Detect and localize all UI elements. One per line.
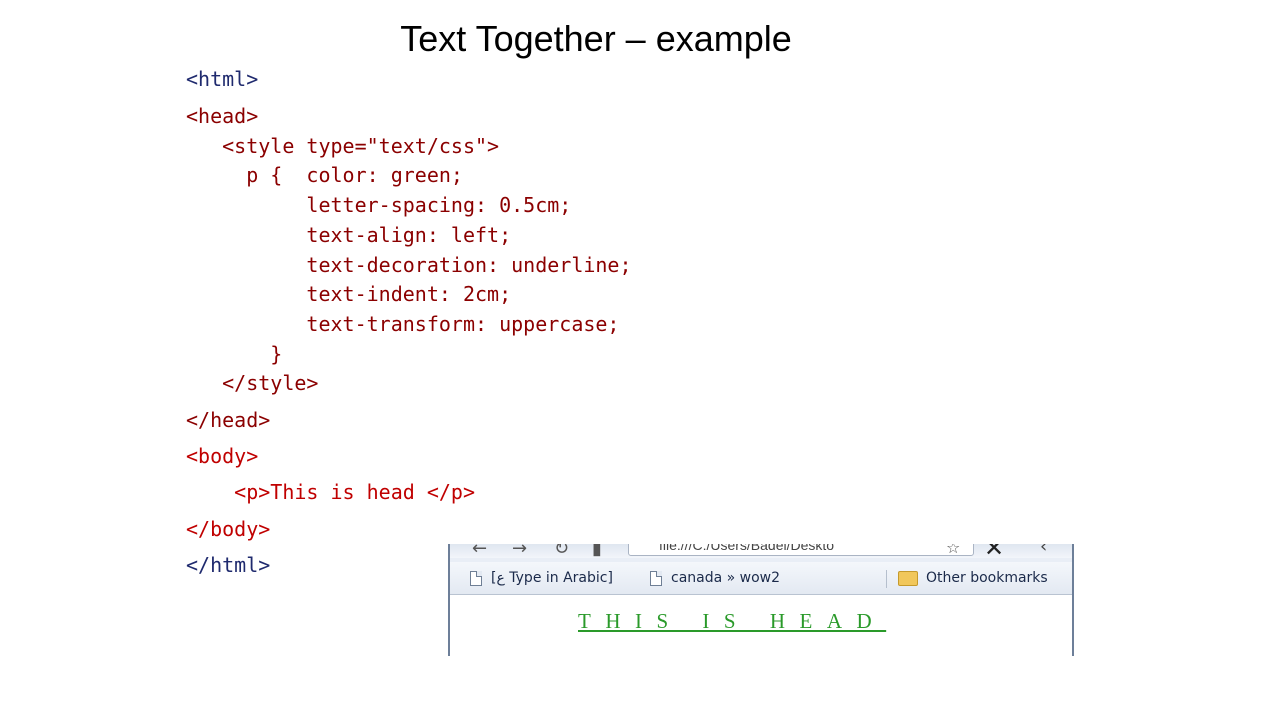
forward-icon[interactable]: → xyxy=(512,544,528,559)
bookmark-label: canada » wow2 xyxy=(671,570,781,586)
bookmark-label: [ع Type in Arabic] xyxy=(491,570,613,586)
css-line: text-indent: 2cm; xyxy=(186,282,512,306)
css-line: letter-spacing: 0.5cm; xyxy=(186,193,572,217)
other-bookmarks-label: Other bookmarks xyxy=(926,570,1048,586)
address-bar[interactable]: file:///C:/Users/Badel/Deskto xyxy=(628,544,974,556)
page-content: This is head xyxy=(450,595,1072,656)
slide-title: Text Together – example xyxy=(400,18,792,59)
folder-icon xyxy=(898,570,918,586)
page-icon xyxy=(470,570,482,586)
other-bookmarks[interactable]: Other bookmarks xyxy=(898,567,1048,589)
body-close-tag: </body> xyxy=(186,517,271,541)
wrench-icon[interactable]: ✕ xyxy=(984,544,1005,562)
head-open-tag: <head> xyxy=(186,104,259,128)
browser-toolbar: ← → ↻ ▮ file:///C:/Users/Badel/Deskto ☆ … xyxy=(450,544,1072,562)
reload-icon[interactable]: ↻ xyxy=(554,544,570,559)
address-text: file:///C:/Users/Badel/Deskto xyxy=(659,544,835,553)
bookmark-canada-wow2[interactable]: canada » wow2 xyxy=(650,567,780,589)
html-close-tag: </html> xyxy=(186,553,271,577)
page-menu-icon[interactable]: ▮ xyxy=(592,544,602,559)
css-line: text-align: left; xyxy=(186,223,512,247)
p-element-line: <p>This is head </p> xyxy=(186,480,475,504)
head-close-tag: </head> xyxy=(186,408,271,432)
page-icon xyxy=(650,570,662,586)
css-line: text-decoration: underline; xyxy=(186,253,632,277)
browser-screenshot: ← → ↻ ▮ file:///C:/Users/Badel/Deskto ☆ … xyxy=(448,544,1074,656)
rendered-paragraph: This is head xyxy=(578,609,887,633)
back-icon[interactable]: ← xyxy=(472,544,488,559)
css-line: text-transform: uppercase; xyxy=(186,312,620,336)
style-close-tag: </style> xyxy=(186,371,319,395)
bookmarks-divider xyxy=(886,570,887,588)
menu-icon[interactable]: ‹ xyxy=(1040,544,1048,557)
css-line: p { color: green; xyxy=(186,163,463,187)
bookmark-type-in-arabic[interactable]: [ع Type in Arabic] xyxy=(470,567,613,589)
bookmarks-bar: [ع Type in Arabic] canada » wow2 Other b… xyxy=(450,562,1072,595)
body-open-tag: <body> xyxy=(186,444,259,468)
html-open-tag: <html> xyxy=(186,67,259,91)
bookmark-star-icon[interactable]: ☆ xyxy=(946,544,961,557)
css-line: } xyxy=(186,342,283,366)
style-open-tag: <style type="text/css"> xyxy=(186,134,500,158)
